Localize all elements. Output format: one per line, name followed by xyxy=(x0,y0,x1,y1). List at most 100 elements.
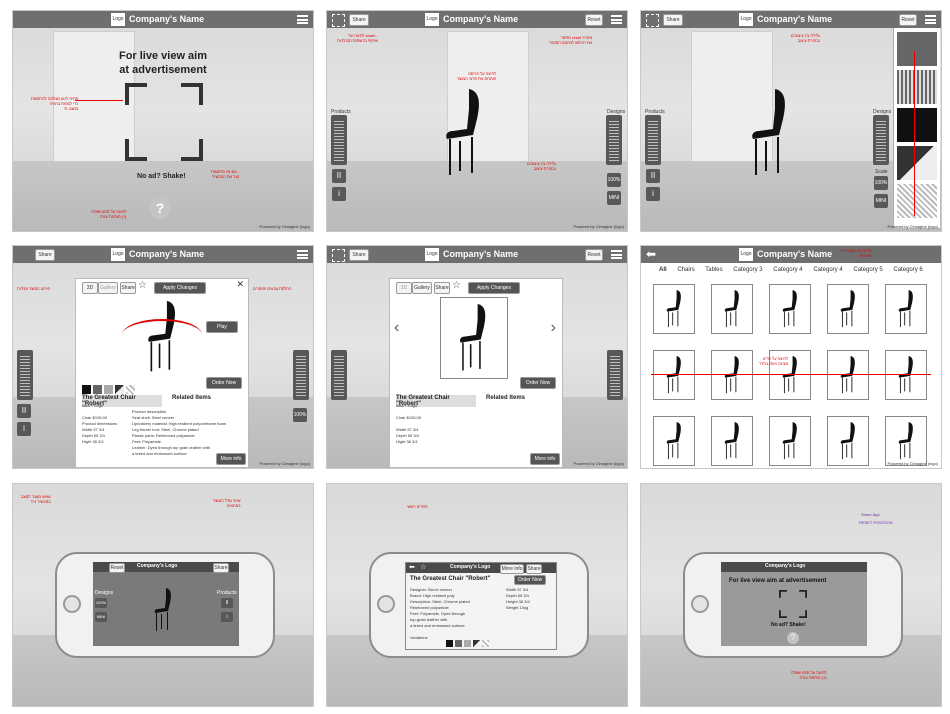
chair-model[interactable] xyxy=(151,588,175,632)
share-button[interactable]: Share xyxy=(663,14,683,26)
play-button[interactable]: Play xyxy=(206,321,238,333)
scan-frame-icon[interactable] xyxy=(646,14,659,27)
category-tabs[interactable]: All Chairs Tables Category 3 Category 4 … xyxy=(659,267,932,273)
catalog-item[interactable] xyxy=(885,284,927,334)
designs-scroller[interactable] xyxy=(607,350,623,400)
question-icon[interactable]: ? xyxy=(787,632,799,644)
no-ad-shake-label[interactable]: No ad? Shake! xyxy=(771,622,806,628)
designs-scroller[interactable] xyxy=(606,115,622,165)
pause-icon[interactable]: II xyxy=(221,598,233,608)
info-icon[interactable]: i xyxy=(221,612,233,622)
reset-button[interactable]: Reset xyxy=(585,249,603,261)
apply-changes-button[interactable]: Apply Changes xyxy=(154,282,206,294)
share-button[interactable]: Share xyxy=(526,564,542,574)
info-icon[interactable]: i xyxy=(17,422,31,436)
catalog-item[interactable] xyxy=(711,350,753,400)
chevron-left-icon[interactable]: ‹ xyxy=(394,319,400,336)
share-button[interactable]: Share xyxy=(349,249,369,261)
info-icon[interactable]: i xyxy=(646,187,660,201)
more-info-button[interactable]: More info xyxy=(216,453,246,465)
catalog-item[interactable] xyxy=(885,350,927,400)
color-swatches[interactable] xyxy=(446,634,489,652)
design-swatch-panel[interactable] xyxy=(893,28,940,228)
close-icon[interactable]: ✕ xyxy=(236,279,244,289)
apply-changes-button[interactable]: Apply Changes xyxy=(468,282,520,294)
hamburger-menu-icon[interactable] xyxy=(297,250,308,259)
products-scroller[interactable] xyxy=(645,115,661,165)
category-tab[interactable]: Category 5 xyxy=(853,267,883,273)
catalog-item[interactable] xyxy=(885,416,927,466)
category-tab[interactable]: Category 4 xyxy=(813,267,843,273)
category-tab[interactable]: Tables xyxy=(705,267,723,273)
order-now-button[interactable]: Order Now xyxy=(520,377,556,389)
category-tab[interactable]: Chairs xyxy=(677,267,695,273)
reset-button[interactable]: Reset xyxy=(109,563,125,573)
hamburger-menu-icon[interactable] xyxy=(611,250,622,259)
scan-frame-icon[interactable] xyxy=(332,14,345,27)
designs-scroller[interactable] xyxy=(293,350,309,400)
related-items-tab[interactable]: Related Items xyxy=(486,395,526,401)
category-tab[interactable]: Category 4 xyxy=(773,267,803,273)
zoom-button[interactable]: 100% xyxy=(293,408,307,422)
products-scroller[interactable] xyxy=(17,350,33,400)
mini-button[interactable]: MINI xyxy=(95,612,107,622)
gallery-tab[interactable]: Gallery xyxy=(412,282,432,294)
catalog-item[interactable] xyxy=(711,416,753,466)
star-icon[interactable]: ☆ xyxy=(420,564,427,571)
hamburger-menu-icon[interactable] xyxy=(611,15,622,24)
hamburger-menu-icon[interactable] xyxy=(297,15,308,24)
chair-model[interactable] xyxy=(439,89,487,177)
products-scroller[interactable] xyxy=(331,350,347,400)
catalog-item[interactable] xyxy=(827,284,869,334)
catalog-item[interactable] xyxy=(827,416,869,466)
question-icon[interactable]: ? xyxy=(149,197,171,219)
catalog-item[interactable] xyxy=(769,416,811,466)
products-scroller[interactable] xyxy=(331,115,347,165)
zoom-button[interactable]: 100% xyxy=(95,598,107,608)
view-3d-tab[interactable]: 3D xyxy=(82,282,98,294)
catalog-item[interactable] xyxy=(827,350,869,400)
share-button[interactable]: Share xyxy=(120,282,136,294)
phone-home-button[interactable] xyxy=(63,595,81,613)
scan-frame-icon[interactable] xyxy=(332,249,345,262)
phone-home-button[interactable] xyxy=(691,595,709,613)
category-tab[interactable]: Category 3 xyxy=(733,267,763,273)
phone-home-button[interactable] xyxy=(377,595,395,613)
reset-button[interactable]: Reset xyxy=(585,14,603,26)
zoom-button[interactable]: 100% xyxy=(607,173,621,187)
related-items-tab[interactable]: Related Items xyxy=(172,395,212,401)
pause-icon[interactable]: II xyxy=(332,169,346,183)
catalog-item[interactable] xyxy=(653,350,695,400)
color-swatches[interactable] xyxy=(82,381,135,399)
pause-icon[interactable]: II xyxy=(646,169,660,183)
back-arrow-icon[interactable]: ⬅ xyxy=(646,247,657,261)
design-swatch[interactable] xyxy=(897,184,937,218)
design-swatch[interactable] xyxy=(897,32,937,66)
catalog-item[interactable] xyxy=(653,284,695,334)
category-tab[interactable]: All xyxy=(659,267,667,273)
more-info-button[interactable]: More info xyxy=(530,453,560,465)
star-icon[interactable]: ☆ xyxy=(452,280,461,291)
star-icon[interactable]: ☆ xyxy=(138,280,147,291)
catalog-item[interactable] xyxy=(769,284,811,334)
order-now-button[interactable]: Order Now xyxy=(514,575,546,585)
mini-button[interactable]: MINI xyxy=(874,194,888,208)
reset-button[interactable]: Reset xyxy=(899,14,917,26)
share-button[interactable]: Share xyxy=(349,14,369,26)
view-3d-tab[interactable]: 3D xyxy=(396,282,412,294)
more-info-button[interactable]: More info xyxy=(500,564,524,574)
back-arrow-icon[interactable]: ⬅ xyxy=(409,564,415,571)
chair-model[interactable] xyxy=(745,89,793,177)
zoom-button[interactable]: 100% xyxy=(874,176,888,190)
design-swatch[interactable] xyxy=(897,70,937,104)
rotate-arrow-icon[interactable] xyxy=(122,319,202,351)
design-swatch[interactable] xyxy=(897,146,937,180)
share-button[interactable]: Share xyxy=(35,249,55,261)
hamburger-menu-icon[interactable] xyxy=(925,15,936,24)
gallery-tab[interactable]: Gallery xyxy=(98,282,118,294)
design-swatch[interactable] xyxy=(897,108,937,142)
catalog-item[interactable] xyxy=(769,350,811,400)
mini-button[interactable]: MINI xyxy=(607,191,621,205)
category-tab[interactable]: Category 6 xyxy=(893,267,923,273)
order-now-button[interactable]: Order Now xyxy=(206,377,242,389)
